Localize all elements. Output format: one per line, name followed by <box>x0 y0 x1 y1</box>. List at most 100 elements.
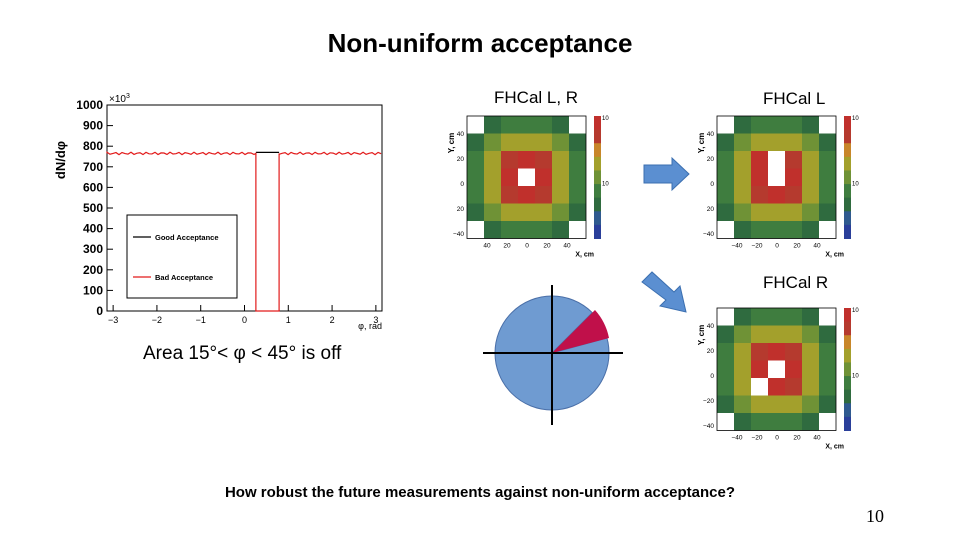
heatmap-frame <box>716 307 837 431</box>
phi-distribution-plot: dN/dφ ×103 01002003004005006007008009001… <box>55 85 415 335</box>
color-scale-step <box>844 116 851 131</box>
heatmap-cell <box>734 413 751 431</box>
heatmap-x-tick: 40 <box>563 243 571 250</box>
heatmap-cell <box>734 221 751 239</box>
heatmap-cell <box>734 133 751 151</box>
heatmap-cell <box>518 116 535 134</box>
heatmap-x-tick: −20 <box>751 243 762 250</box>
heatmap-y-tick: 20 <box>707 206 715 213</box>
x-tick-label: 3 <box>373 315 378 325</box>
heatmap-cell <box>785 168 802 186</box>
heatmap-cell <box>734 203 751 221</box>
color-scale-step <box>594 143 601 158</box>
color-scale-step <box>844 129 851 144</box>
heatmap-x-tick: 40 <box>483 243 491 250</box>
heatmap-cell <box>768 395 785 413</box>
heatmap-cell <box>518 221 535 239</box>
heatmap-y-tick: 20 <box>707 348 715 355</box>
heatmap-cell <box>785 325 802 343</box>
heatmap-cell <box>552 168 569 186</box>
heatmap-cell <box>717 186 734 204</box>
heatmap-cell <box>552 221 569 239</box>
heatmap-cell <box>734 116 751 134</box>
heatmap-cell <box>518 168 535 186</box>
heatmap-y-tick: −40 <box>703 423 714 430</box>
color-scale-step <box>594 129 601 144</box>
heatmap-cell <box>751 168 768 186</box>
color-scale-step <box>844 335 851 350</box>
heatmap-x-tick: 20 <box>503 243 511 250</box>
heatmap-cell <box>484 186 501 204</box>
arrow-right-icon <box>643 156 690 192</box>
heatmap-cell <box>734 343 751 361</box>
heatmap-y-tick: −40 <box>453 231 464 238</box>
heatmap-cell <box>467 116 484 134</box>
color-scale-mid: 10 <box>852 181 859 187</box>
x-tick-label: −2 <box>152 315 162 325</box>
heatmap-cell <box>751 186 768 204</box>
heatmap-cell <box>501 186 518 204</box>
heatmap-cell <box>751 343 768 361</box>
color-scale-step <box>844 403 851 418</box>
heatmap-cell <box>751 221 768 239</box>
heatmap-cell <box>484 116 501 134</box>
question-text: How robust the future measurements again… <box>224 484 736 501</box>
heatmap-y-tick: 20 <box>457 156 465 163</box>
heatmap-cell <box>819 151 836 169</box>
heatmap-cell <box>751 378 768 396</box>
heatmap-cell <box>802 221 819 239</box>
heatmap-cell <box>751 360 768 378</box>
y-tick-label: 900 <box>83 119 103 133</box>
color-scale-top: 10 <box>602 116 609 122</box>
x-axis-label: φ, rad <box>358 321 382 331</box>
color-scale-mid: 10 <box>602 181 609 187</box>
heatmap-cell <box>569 151 586 169</box>
legend-good-label: Good Acceptance <box>155 233 219 242</box>
heatmap-y-tick: 0 <box>710 181 714 188</box>
heatmap-cell <box>717 133 734 151</box>
color-scale-step <box>844 348 851 363</box>
heatmap-y-label: Y, cm <box>447 133 456 153</box>
y-tick-label: 1000 <box>76 98 103 112</box>
heatmap-cell <box>819 378 836 396</box>
heatmap-y-tick: −40 <box>703 231 714 238</box>
heatmap-cell <box>717 325 734 343</box>
arrow-down-right-icon <box>641 271 687 313</box>
heatmap-cell <box>819 116 836 134</box>
y-tick-label: 800 <box>83 139 103 153</box>
color-scale-step <box>844 224 851 239</box>
heatmap-cell <box>552 203 569 221</box>
legend-bad-label: Bad Acceptance <box>155 273 213 282</box>
heatmap-y-tick: 20 <box>457 206 465 213</box>
heatmap-cell <box>569 168 586 186</box>
heatmap-y-tick: −20 <box>703 398 714 405</box>
heatmap-cell <box>802 116 819 134</box>
y-tick-label: 100 <box>83 283 103 297</box>
color-scale-step <box>594 116 601 131</box>
heatmap-cell <box>802 395 819 413</box>
heatmap-cell <box>501 203 518 221</box>
color-scale-step <box>594 211 601 226</box>
heatmap-cell <box>768 378 785 396</box>
color-scale-step <box>844 143 851 158</box>
heatmap-cell <box>802 413 819 431</box>
heatmap-cell <box>734 395 751 413</box>
y-tick-label: 400 <box>83 222 103 236</box>
heatmap-cell <box>734 378 751 396</box>
heatmap-cell <box>717 343 734 361</box>
heatmap-cell <box>484 221 501 239</box>
heatmap-cell <box>802 186 819 204</box>
x-tick-label: 2 <box>330 315 335 325</box>
heatmap-cell <box>819 186 836 204</box>
heatmap-cell <box>768 116 785 134</box>
legend-box <box>126 214 238 299</box>
heatmap-frame <box>716 115 837 239</box>
heatmap-x-tick: 20 <box>543 243 551 250</box>
x-tick-label: 1 <box>286 315 291 325</box>
y-tick-label: 300 <box>83 242 103 256</box>
color-scale-step <box>844 211 851 226</box>
heatmap-cell <box>768 343 785 361</box>
heatmap-x-tick: 20 <box>793 243 801 250</box>
heatmap-x-tick: 0 <box>775 435 779 442</box>
